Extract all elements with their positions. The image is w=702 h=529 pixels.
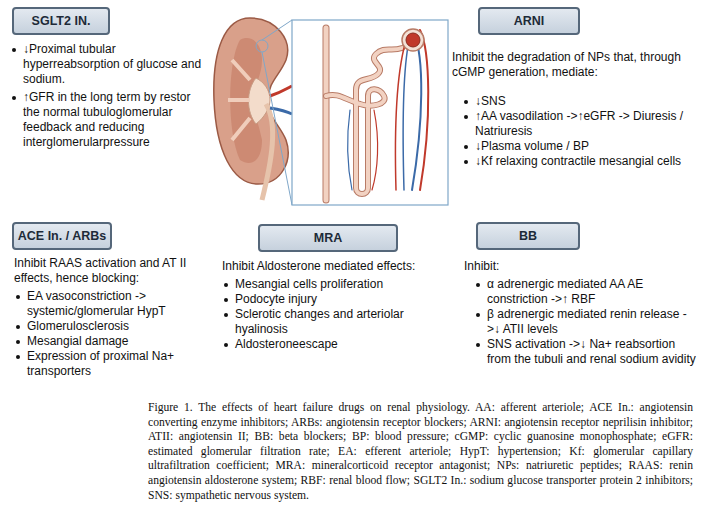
bullet-item: Glomerulosclerosis xyxy=(14,319,219,334)
drug-class-box: ACE In. / ARBsInhibit RAAS activation an… xyxy=(12,222,112,250)
bullet-dot xyxy=(464,160,468,164)
bullet-text: ↑AA vasodilation ->↑eGFR -> Diuresis / N… xyxy=(475,109,683,138)
box-heading: ACE In. / ARBs xyxy=(18,229,106,243)
bullet-text: Expression of proximal Na+ transporters xyxy=(27,349,174,378)
bullet-text: EA vasoconstriction -> systemic/glomerul… xyxy=(27,289,166,318)
bullet-dot xyxy=(224,343,228,347)
bullet-text: Mesangial cells proliferation xyxy=(235,277,383,291)
bullet-dot xyxy=(12,48,16,52)
box-heading: ARNI xyxy=(514,14,545,28)
bullet-dot xyxy=(16,355,20,359)
drug-class-box: MRAInhibit Aldosterone mediated effects:… xyxy=(258,224,398,252)
bullet-text: Mesangial damage xyxy=(27,334,128,348)
bullet-text: ↓Plasma volume / BP xyxy=(475,139,589,153)
intro-text: Inhibit the degradation of NPs that, thr… xyxy=(452,50,692,80)
intro-text: Inhibit: xyxy=(464,259,696,274)
drug-class-box: BBInhibit:α adrenergic mediated AA AE co… xyxy=(476,222,580,250)
bullet-dot xyxy=(224,313,228,317)
effects-list: ↓Proximal tubular hyperreabsorption of g… xyxy=(10,42,210,153)
bullet-item: ↓Plasma volume / BP xyxy=(462,139,692,154)
bullet-text: β adrenergic mediated renin release ->↓ … xyxy=(487,307,687,336)
bullet-item: Podocyte injury xyxy=(222,292,454,307)
bullet-item: ↑AA vasodilation ->↑eGFR -> Diuresis / N… xyxy=(462,109,692,139)
intro-text: Inhibit RAAS activation and AT II effect… xyxy=(14,256,219,286)
bullet-text: ↑GFR in the long term by restor the norm… xyxy=(23,90,190,149)
bullet-text: Glomerulosclerosis xyxy=(27,319,129,333)
bullet-dot xyxy=(464,100,468,104)
drug-class-box: ARNIInhibit the degradation of NPs that,… xyxy=(478,7,580,35)
bullet-item: ↓Proximal tubular hyperreabsorption of g… xyxy=(10,42,210,87)
bullet-dot xyxy=(476,343,480,347)
bullet-text: ↓Kf relaxing contractile mesangial cells xyxy=(475,154,681,168)
bullet-item: ↓SNS xyxy=(462,94,692,109)
bullet-dot xyxy=(16,340,20,344)
bullet-item: ↓Kf relaxing contractile mesangial cells xyxy=(462,154,692,169)
bullet-dot xyxy=(476,313,480,317)
bullet-text: Sclerotic changes and arteriolar hyalino… xyxy=(235,307,404,336)
drug-class-box: SGLT2 IN.↓Proximal tubular hyperreabsorp… xyxy=(12,7,110,35)
bullet-text: ↓Proximal tubular hyperreabsorption of g… xyxy=(23,42,201,86)
bullet-item: EA vasoconstriction -> systemic/glomerul… xyxy=(14,289,219,319)
bullet-dot xyxy=(16,325,20,329)
box-heading: MRA xyxy=(314,231,342,245)
bullet-text: SNS activation ->↓ Na+ reabsortion from … xyxy=(487,337,696,366)
bullet-text: α adrenergic mediated AA AE constriction… xyxy=(487,277,643,306)
box-heading: SGLT2 IN. xyxy=(32,14,91,28)
box-heading: BB xyxy=(519,229,537,243)
effects-list: Inhibit Aldosterone mediated effects: Mes… xyxy=(222,259,454,352)
figure-caption: Figure 1. The effects of heart failure d… xyxy=(148,401,693,503)
bullet-item: SNS activation ->↓ Na+ reabsortion from … xyxy=(474,337,696,367)
intro-text: Inhibit Aldosterone mediated effects: xyxy=(222,259,454,274)
bullet-item: ↑GFR in the long term by restor the norm… xyxy=(10,90,210,150)
bullet-text: ↓SNS xyxy=(475,94,506,108)
bullet-dot xyxy=(224,283,228,287)
effects-list: Inhibit the degradation of NPs that, thr… xyxy=(452,50,692,169)
bullet-dot xyxy=(476,283,480,287)
bullet-item: α adrenergic mediated AA AE constriction… xyxy=(474,277,696,307)
bullet-dot xyxy=(464,145,468,149)
bullet-dot xyxy=(464,115,468,119)
effects-list: Inhibit: α adrenergic mediated AA AE cons… xyxy=(464,259,696,367)
bullet-text: Podocyte injury xyxy=(235,292,317,306)
bullet-item: Aldosteroneescape xyxy=(222,337,454,352)
bullet-dot xyxy=(12,96,16,100)
bullet-item: Expression of proximal Na+ transporters xyxy=(14,349,219,379)
bullet-item: Mesangial damage xyxy=(14,334,219,349)
effects-list: Inhibit RAAS activation and AT II effect… xyxy=(14,256,219,379)
bullet-item: β adrenergic mediated renin release ->↓ … xyxy=(474,307,696,337)
bullet-item: Mesangial cells proliferation xyxy=(222,277,454,292)
bullet-dot xyxy=(224,298,228,302)
bullet-dot xyxy=(16,295,20,299)
bullet-text: Aldosteroneescape xyxy=(235,337,338,351)
bullet-item: Sclerotic changes and arteriolar hyalino… xyxy=(222,307,454,337)
